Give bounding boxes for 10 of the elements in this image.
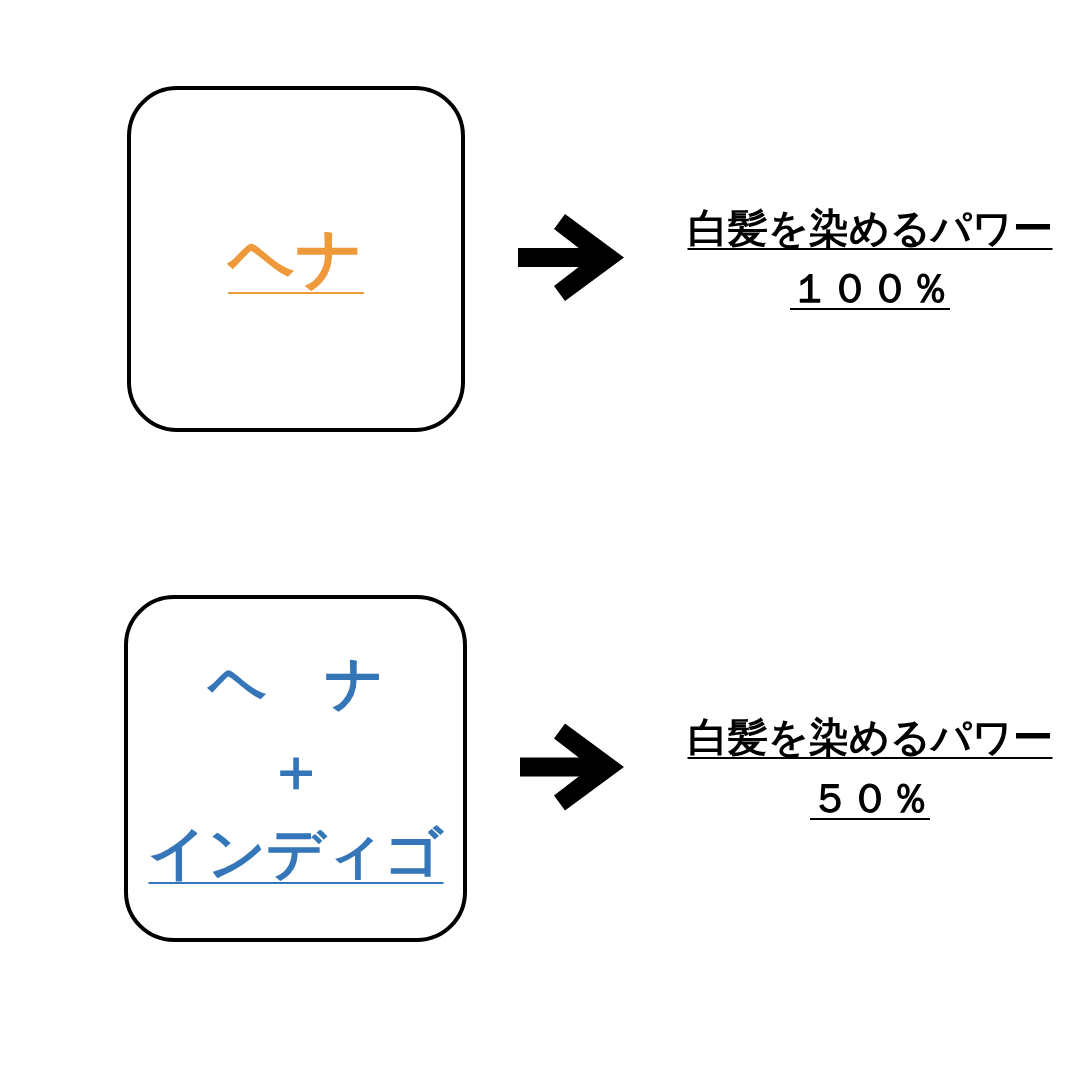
box-label: ヘ ナ (207, 654, 384, 712)
percentage-value: ５０％ (810, 778, 930, 820)
result-heading: 白髪を染めるパワー (687, 208, 1053, 250)
box-label: ヘナ (228, 226, 364, 294)
result-heading: 白髪を染めるパワー (687, 717, 1053, 759)
plus-sign: ＋ (266, 741, 325, 799)
rounded-box (127, 86, 465, 432)
rounded-box (124, 595, 467, 942)
percentage-value: １００％ (790, 268, 950, 310)
box-label: インディゴ (148, 824, 443, 884)
